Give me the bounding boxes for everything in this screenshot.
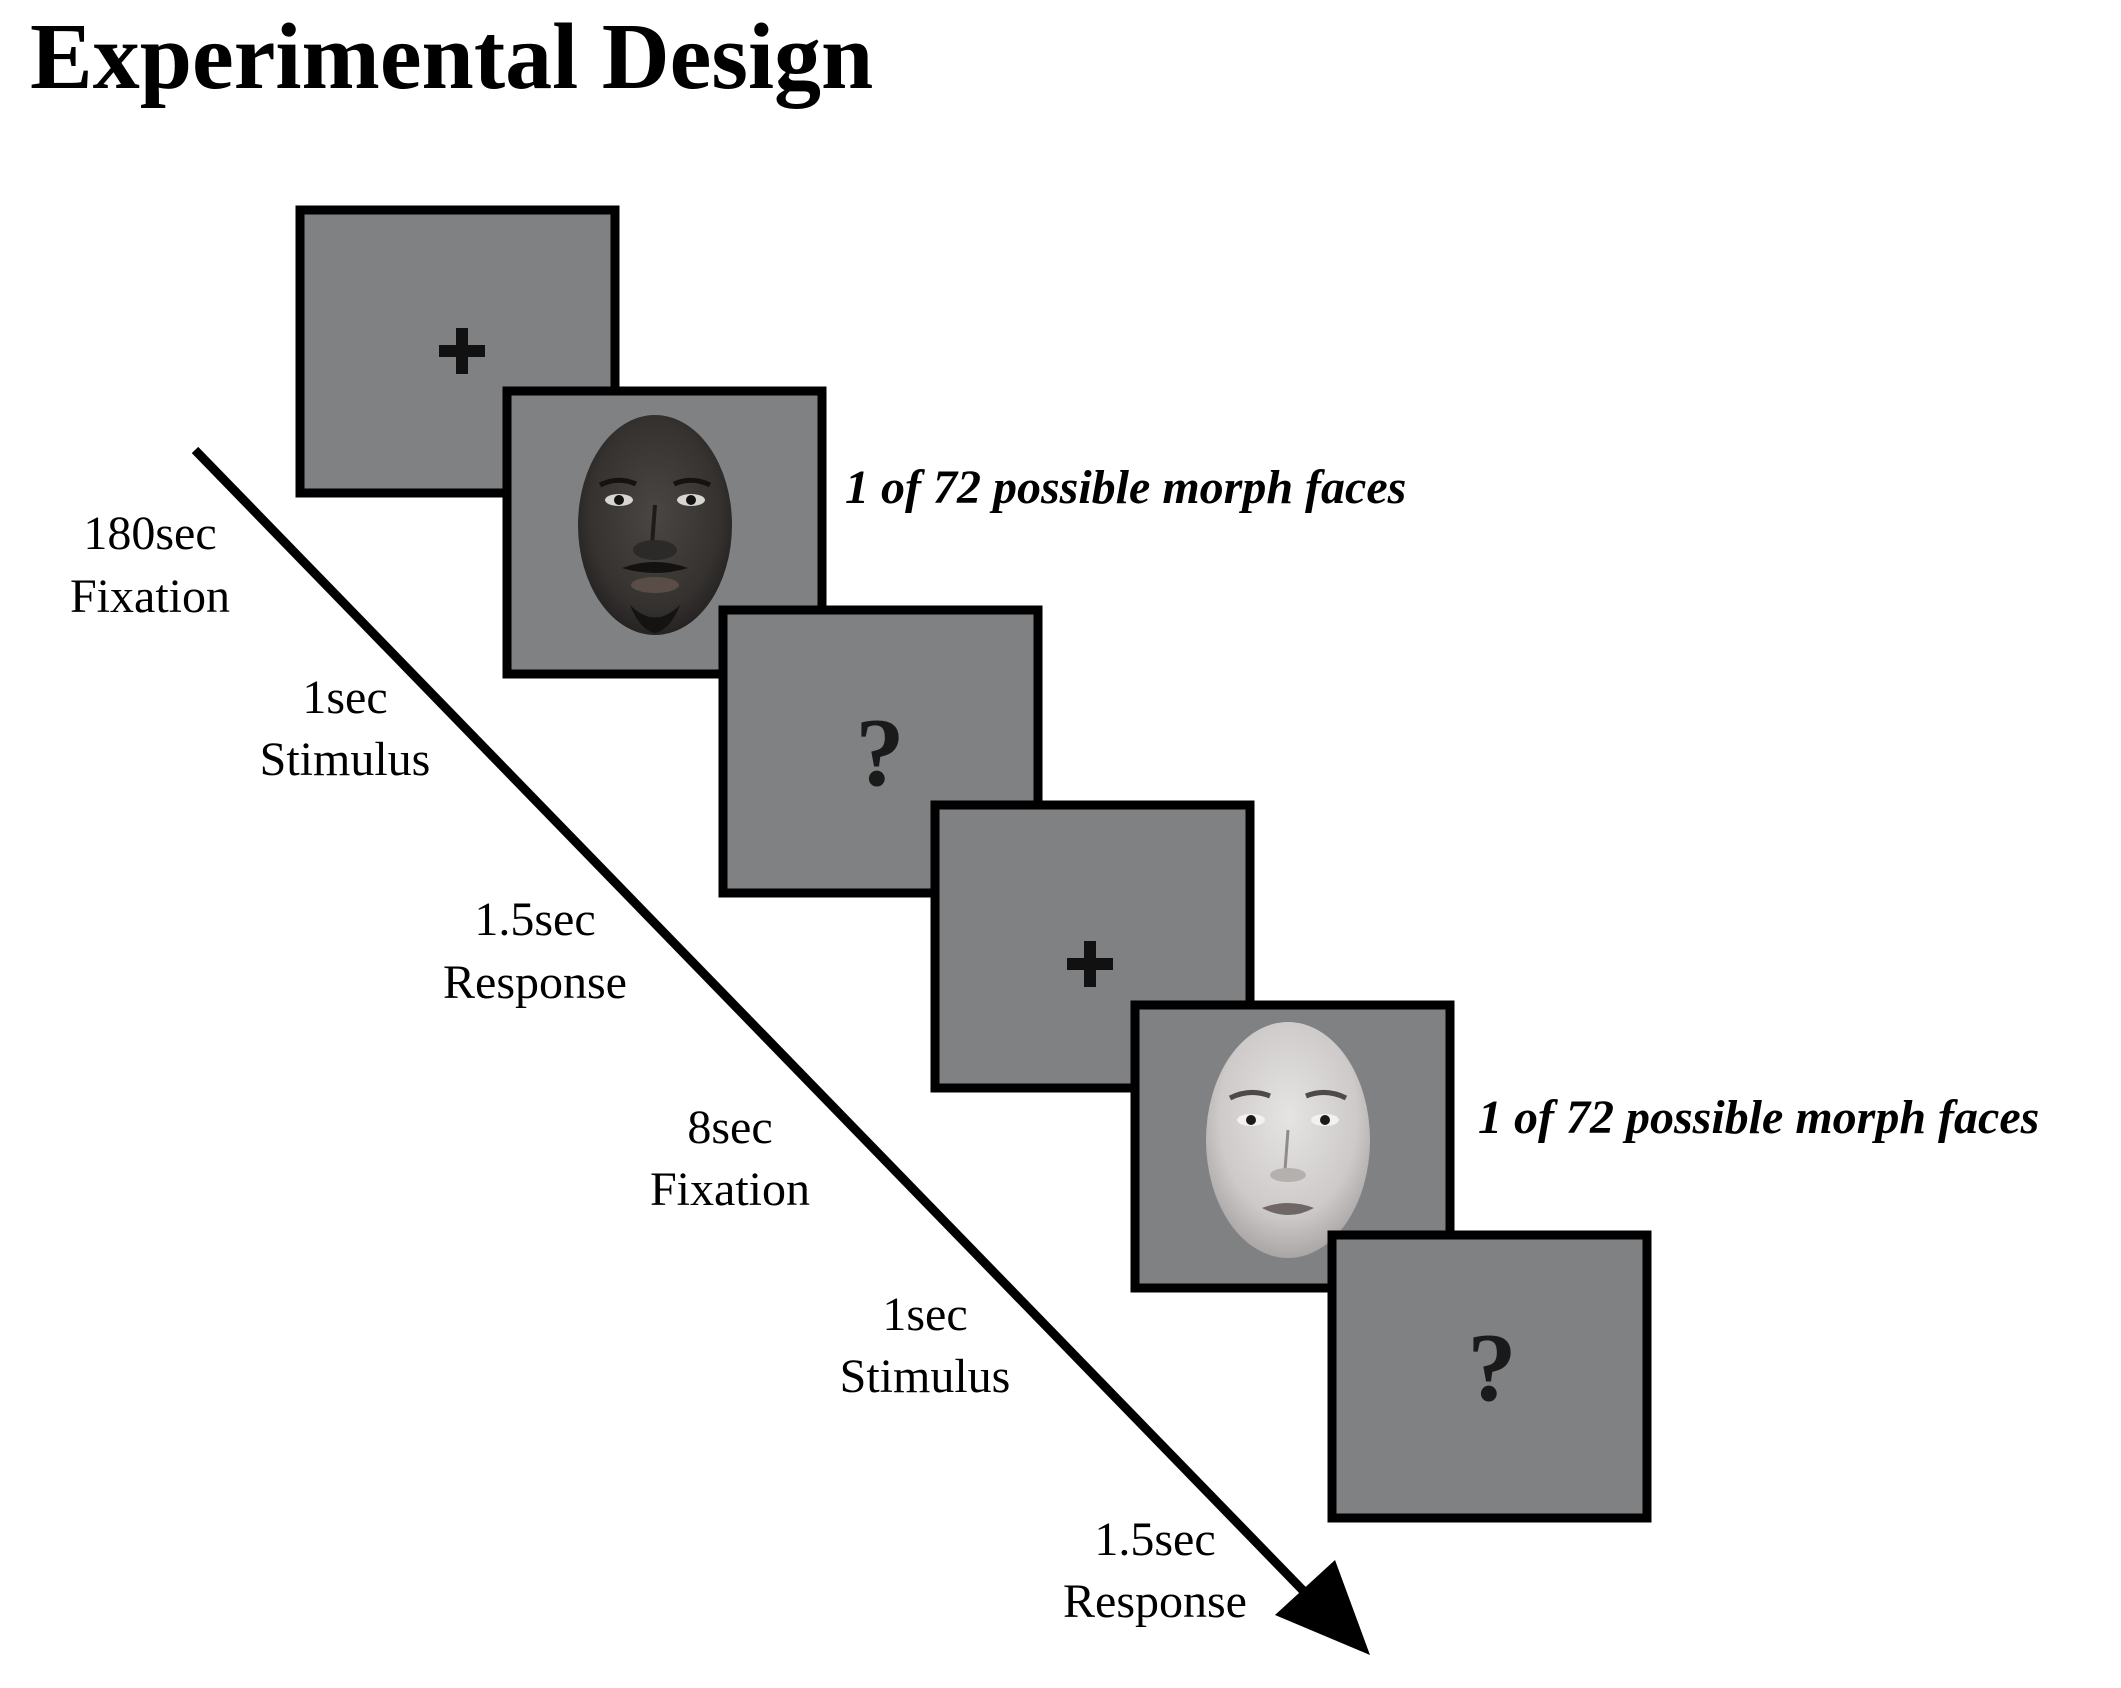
timeline-arrow-head bbox=[1275, 1560, 1370, 1655]
screen-frame bbox=[1327, 1230, 1652, 1523]
timeline-label-3: 1.5sec Response bbox=[443, 893, 627, 1009]
stimulus-caption-1: 1 of 72 possible morph faces bbox=[845, 461, 1406, 514]
light-face-image bbox=[1206, 1022, 1370, 1258]
timeline-label-2: 1sec Stimulus bbox=[260, 671, 431, 786]
phase-label: Response bbox=[443, 956, 627, 1009]
duration-label: 1sec bbox=[302, 671, 387, 724]
timeline-label-6: 1.5sec Response bbox=[1063, 1513, 1247, 1628]
timeline-arrow-shaft bbox=[191, 446, 1324, 1612]
fixation-cross-icon bbox=[439, 328, 485, 374]
timeline-label-1: 180sec Fixation bbox=[70, 507, 230, 623]
diagram-title: Experimental Design bbox=[30, 5, 873, 109]
screen-6-response: ? bbox=[1327, 1230, 1652, 1523]
timeline-label-4: 8sec Fixation bbox=[650, 1101, 810, 1216]
phase-label: Response bbox=[1063, 1575, 1247, 1628]
phase-label: Stimulus bbox=[260, 733, 431, 786]
duration-label: 180sec bbox=[83, 507, 216, 560]
timeline-label-5: 1sec Stimulus bbox=[840, 1288, 1011, 1403]
timeline-arrow bbox=[191, 446, 1370, 1655]
duration-label: 1sec bbox=[882, 1288, 967, 1341]
question-mark-icon: ? bbox=[856, 699, 905, 807]
screen-4-fixation bbox=[930, 800, 1255, 1093]
phase-label: Fixation bbox=[650, 1163, 810, 1216]
dark-face-image bbox=[578, 415, 732, 635]
stimulus-caption-2: 1 of 72 possible morph faces bbox=[1478, 1091, 2039, 1144]
duration-label: 1.5sec bbox=[1094, 1513, 1215, 1566]
question-mark-icon: ? bbox=[1468, 1314, 1517, 1422]
fixation-cross-icon bbox=[1067, 941, 1113, 987]
duration-label: 1.5sec bbox=[474, 893, 595, 946]
phase-label: Fixation bbox=[70, 570, 230, 623]
duration-label: 8sec bbox=[687, 1101, 772, 1154]
phase-label: Stimulus bbox=[840, 1350, 1011, 1403]
